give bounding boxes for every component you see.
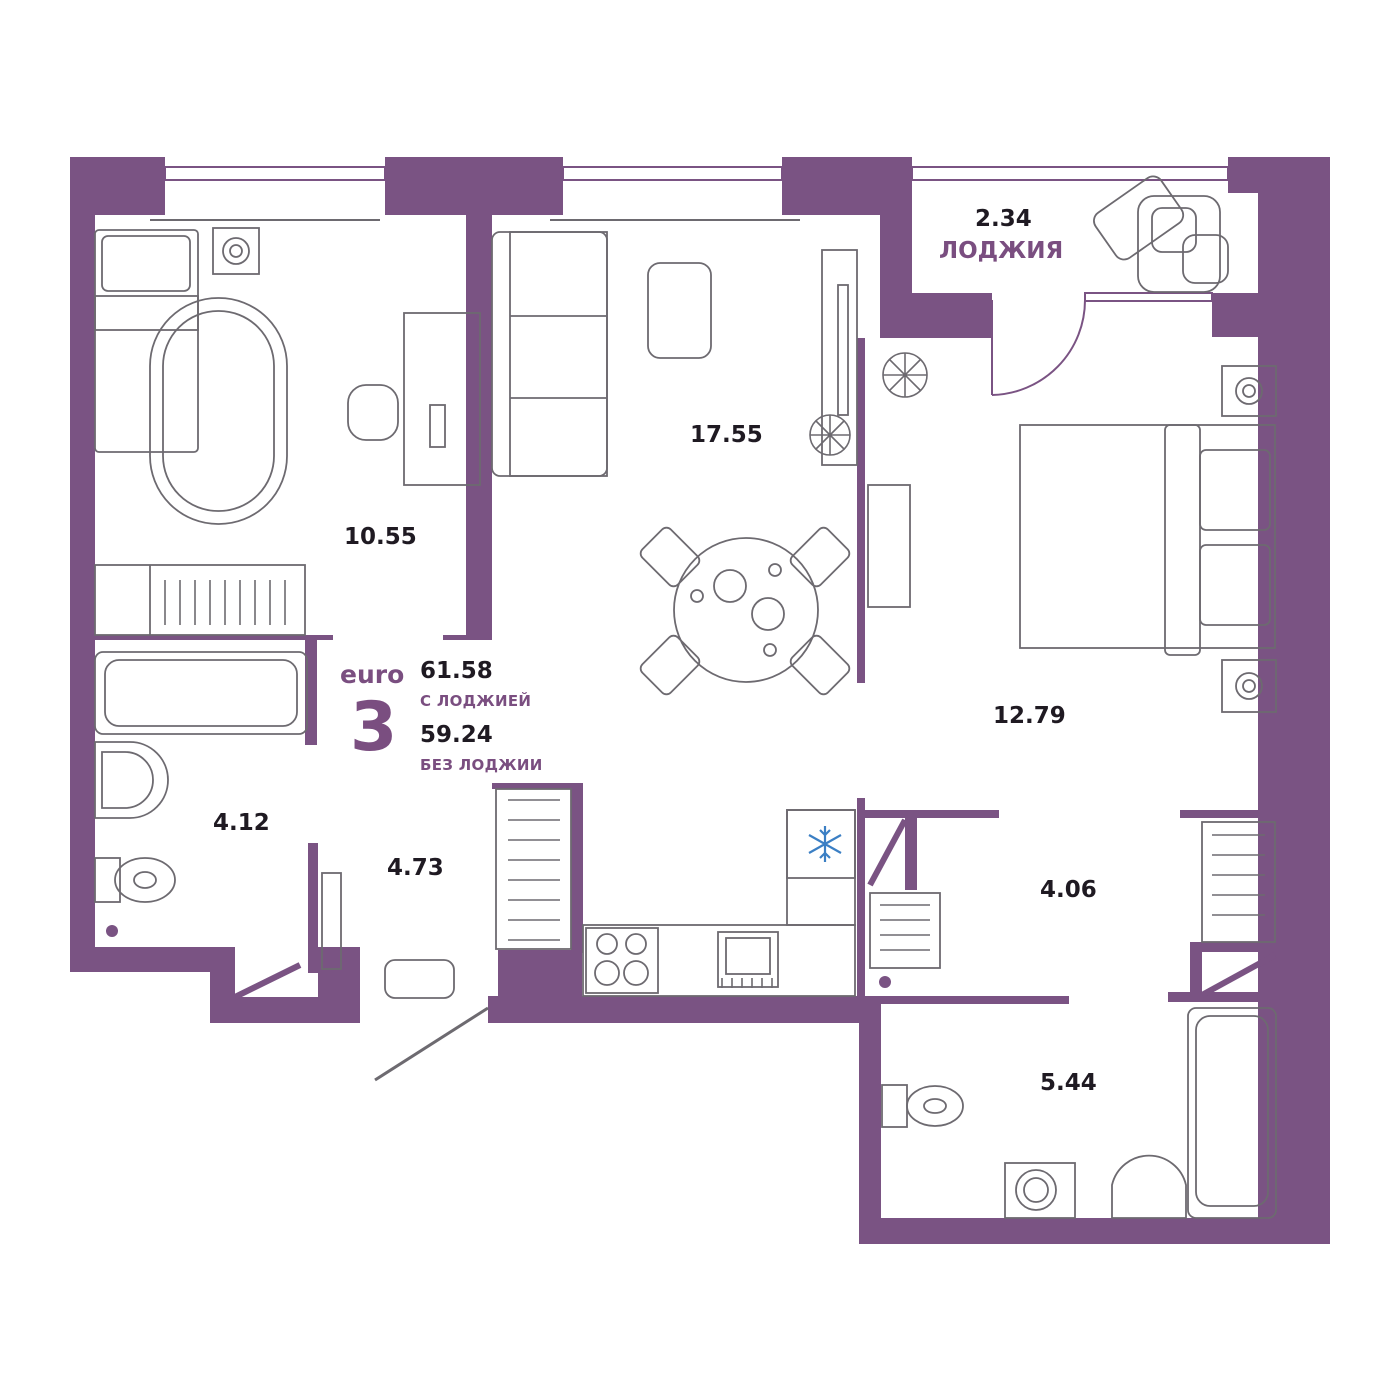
drain-dot <box>879 976 891 988</box>
snowflake-icon <box>808 826 842 862</box>
room-area-bathroom-right: 5.44 <box>1040 1070 1097 1096</box>
apartment-area-with-loggia: 61.58 <box>420 658 493 684</box>
without-loggia-label: БЕЗ ЛОДЖИИ <box>420 756 543 774</box>
apartment-rooms-count: 3 <box>350 688 398 767</box>
shafts <box>233 818 1277 1000</box>
room-area-bedroom-right: 12.79 <box>993 703 1066 729</box>
room-area-living-kitchen: 17.55 <box>690 422 763 448</box>
room-area-hallway: 4.73 <box>387 855 444 881</box>
loggia-label: ЛОДЖИЯ <box>939 238 1064 264</box>
plant-icon <box>809 352 928 456</box>
apartment-area-without-loggia: 59.24 <box>420 722 493 748</box>
furniture <box>94 175 1277 1219</box>
room-area-bathroom-left: 4.12 <box>213 810 270 836</box>
windows <box>164 166 1229 396</box>
room-area-bedroom-left: 10.55 <box>344 524 417 550</box>
radiator-fins <box>164 580 1265 988</box>
apartment-type-label: euro <box>340 660 405 689</box>
drain-dot <box>106 925 118 937</box>
with-loggia-label: С ЛОДЖИЕЙ <box>420 692 532 710</box>
room-area-loggia: 2.34 <box>975 206 1032 232</box>
walls <box>70 157 1330 1244</box>
entrance-arrow-icon <box>374 1006 489 1082</box>
room-area-corridor-right: 4.06 <box>1040 877 1097 903</box>
